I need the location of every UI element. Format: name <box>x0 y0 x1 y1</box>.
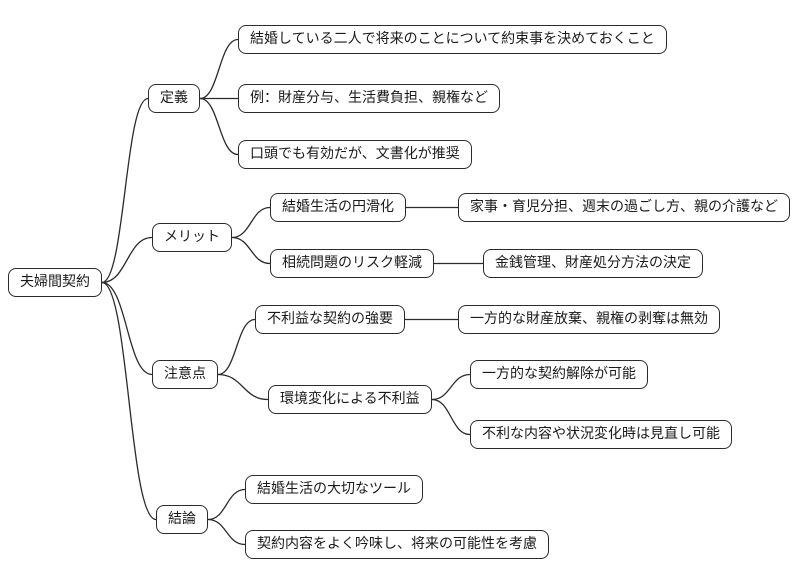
edge-connector <box>101 281 153 376</box>
node-merit-smooth-marriage-detail: 家事・育児分担、週末の過ごし方、親の介護など <box>458 193 790 222</box>
node-merit-inheritance-risk-detail: 金銭管理、財産処分方法の決定 <box>483 249 703 278</box>
node-cautions: 注意点 <box>152 360 218 389</box>
node-definition-detail-2: 例：財産分与、生活費負担、親権など <box>238 84 500 113</box>
node-definition-detail-3: 口頭でも有効だが、文書化が推奨 <box>238 140 472 169</box>
edge-connector <box>101 281 157 521</box>
node-merit-smooth-marriage: 結婚生活の円滑化 <box>270 193 406 222</box>
node-caution-revision-possible: 不利な内容や状況変化時は見直し可能 <box>470 420 732 449</box>
node-caution-forced-contract: 不利益な契約の強要 <box>255 305 405 334</box>
node-definition: 定義 <box>148 84 200 113</box>
edge-connector <box>431 373 471 401</box>
node-merits: メリット <box>152 223 232 252</box>
edge-connector <box>207 518 246 546</box>
edge-connector <box>101 97 149 284</box>
node-merit-inheritance-risk: 相続問題のリスク軽減 <box>270 249 434 278</box>
edge-connector <box>431 398 471 436</box>
edge-connector <box>231 206 271 239</box>
edge-connector <box>207 488 246 521</box>
node-root-marital-contract: 夫婦間契約 <box>8 268 102 297</box>
node-conclusion: 結論 <box>156 505 208 534</box>
node-definition-detail-1: 結婚している二人で将来のことについて約束事を決めておくこと <box>238 25 667 54</box>
edge-connector <box>199 97 239 156</box>
edge-connector <box>101 236 153 284</box>
node-caution-circumstance-change: 環境変化による不利益 <box>268 385 432 414</box>
edge-connector <box>199 38 239 100</box>
node-caution-forced-contract-detail: 一方的な財産放棄、親権の剥奪は無効 <box>458 305 720 334</box>
edge-connector <box>217 318 256 376</box>
edge-connector <box>231 236 271 265</box>
edge-connector <box>217 373 269 401</box>
node-conclusion-consider-future: 契約内容をよく吟味し、将来の可能性を考慮 <box>245 530 549 559</box>
node-conclusion-important-tool: 結婚生活の大切なツール <box>245 475 423 504</box>
node-caution-unilateral-cancellation: 一方的な契約解除が可能 <box>470 360 648 389</box>
